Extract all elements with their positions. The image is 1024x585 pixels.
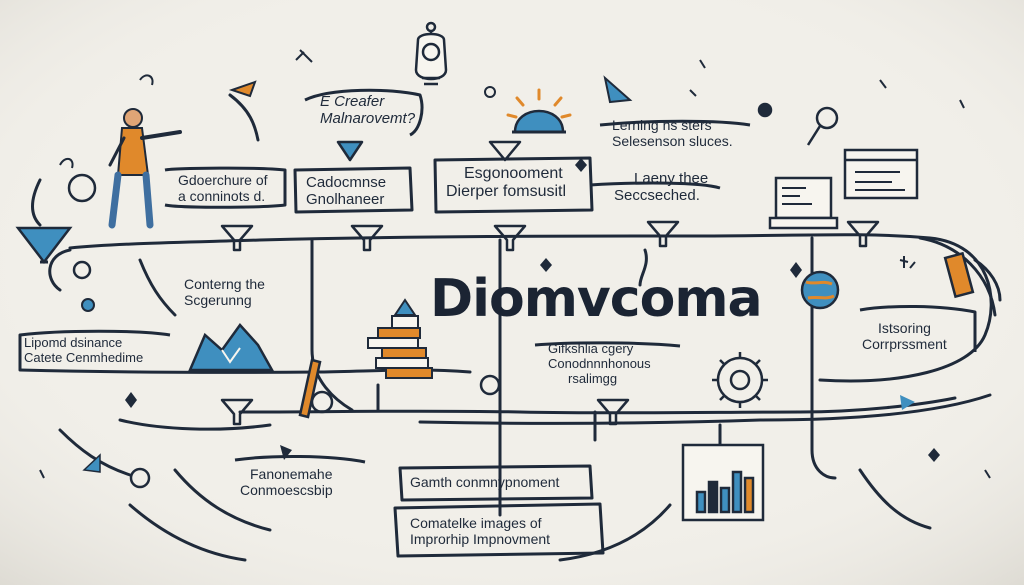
node-center-low-line3: rsalimgg bbox=[568, 370, 618, 386]
node-bottom-box: Comatelke images of Improrhip Impnovment bbox=[410, 515, 550, 547]
node-box-left-line1: Gdoerchure of bbox=[178, 172, 268, 188]
node-center-low-line1: Gifkshlia cgery bbox=[548, 341, 634, 356]
node-bottom-left-line1: Fanonemahe bbox=[250, 466, 333, 482]
node-top-center-line2: Malnarovemt? bbox=[320, 110, 416, 128]
node-left-low: Lipomd dsinance Catete Cenmhedime bbox=[24, 335, 144, 366]
node-boxes bbox=[18, 88, 977, 558]
node-box-mid-line1: Cadocmnse bbox=[306, 174, 387, 191]
marker-icon bbox=[943, 251, 975, 299]
node-box-mid-line2: Gnolhaneer bbox=[306, 191, 385, 209]
node-left-low-line2: Catete Cenmhedime bbox=[24, 349, 144, 365]
node-top-center-line1: E Creafer bbox=[320, 93, 385, 110]
bar-chart-icon bbox=[681, 443, 765, 522]
node-left-low-line1: Lipomd dsinance bbox=[24, 335, 123, 350]
gear-icon bbox=[712, 352, 768, 408]
magnifier-icon bbox=[757, 102, 839, 146]
browser-window-icon bbox=[843, 148, 919, 200]
node-right-mid: Laeny thee Seccseched. bbox=[614, 170, 708, 205]
node-top-center: E Creafer Malnarovemt? bbox=[320, 93, 415, 128]
globe-icon bbox=[800, 270, 840, 310]
funnel-markers bbox=[220, 140, 880, 426]
node-top-right-line1: Lerning hs sters bbox=[612, 117, 712, 133]
node-bottom-box-line2: Improrhip Impnovment bbox=[410, 531, 551, 548]
node-bottom-mid: Gamth conmnypnoment bbox=[410, 474, 559, 490]
node-center-low-line2: Conodnnnhonous bbox=[548, 355, 651, 371]
book-stack-icon bbox=[367, 298, 433, 379]
node-bottom-mid-line1: Gamth conmnypnoment bbox=[410, 474, 560, 490]
node-right-low-line2: Corrprssment bbox=[862, 336, 947, 353]
node-box-center: Esgonooment Dierper fomsusitl bbox=[446, 165, 566, 202]
node-box-left: Gdoerchure of a conninots d. bbox=[178, 172, 268, 204]
node-left-mid-line2: Scgerunng bbox=[184, 292, 252, 309]
decorations bbox=[15, 49, 991, 489]
node-right-mid-line1: Laeny thee bbox=[634, 170, 709, 187]
mountain-chart-icon bbox=[188, 323, 275, 372]
node-right-low-line1: Istsoring bbox=[878, 320, 931, 336]
center-title: Diomvcoma bbox=[430, 269, 763, 329]
person-pointing-icon bbox=[108, 108, 182, 229]
node-right-mid-line2: Seccseched. bbox=[614, 187, 700, 205]
node-top-right: Lerning hs sters Selesenson sluces. bbox=[612, 117, 733, 149]
node-bottom-left: Fanonemahe Conmoescsbip bbox=[240, 466, 333, 498]
node-box-left-line2: a conninots d. bbox=[178, 188, 266, 205]
lightbulb-icon bbox=[414, 21, 448, 86]
node-box-mid: Cadocmnse Gnolhaneer bbox=[306, 174, 386, 209]
node-bottom-left-line2: Conmoescsbip bbox=[240, 482, 333, 499]
node-left-mid: Conterng the Scgerunng bbox=[184, 276, 265, 308]
node-bottom-box-line1: Comatelke images of bbox=[410, 515, 542, 531]
half-sun-icon bbox=[506, 88, 572, 134]
monitor-icon bbox=[768, 176, 839, 230]
node-center-low: Gifkshlia cgery Conodnnnhonous rsalimgg bbox=[548, 341, 651, 387]
node-box-center-line1: Esgonooment bbox=[464, 165, 563, 182]
node-right-low: Istsoring Corrprssment bbox=[862, 320, 947, 352]
node-left-mid-line1: Conterng the bbox=[184, 276, 265, 292]
node-top-right-line2: Selesenson sluces. bbox=[612, 133, 733, 150]
pencil-icon bbox=[298, 358, 334, 419]
flow-lines bbox=[18, 93, 1002, 562]
node-box-center-line2: Dierper fomsusitl bbox=[446, 183, 567, 201]
